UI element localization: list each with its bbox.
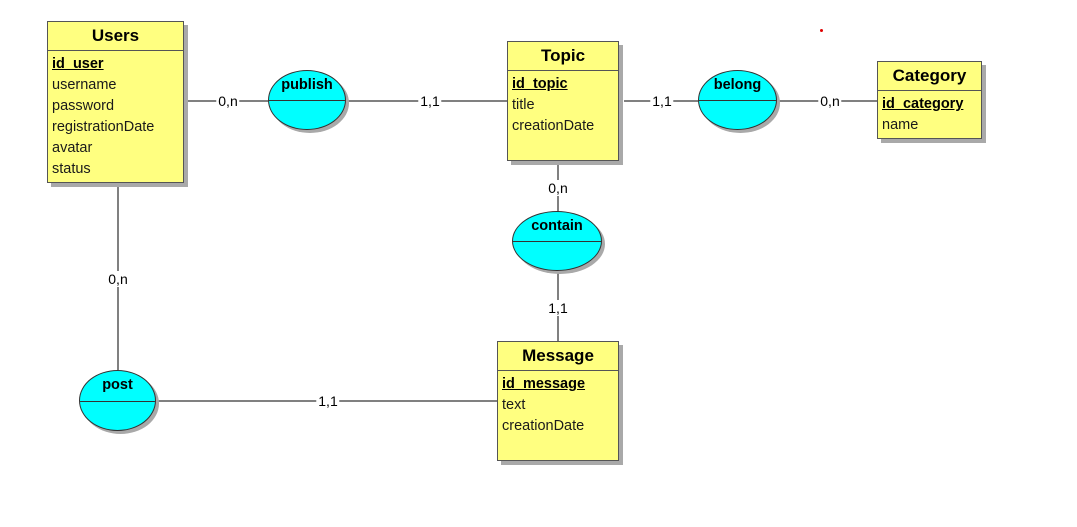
association-divider: [513, 241, 601, 242]
attribute: name: [882, 117, 919, 133]
cardinality-users-publish: 0,n: [216, 93, 240, 109]
marker-dot: [820, 29, 823, 32]
primary-key: id_message: [502, 376, 586, 392]
primary-key: id_category: [882, 96, 964, 112]
entity-title: Category: [878, 62, 981, 91]
association-label: publish: [281, 77, 333, 93]
cardinality-publish-topic: 1,1: [418, 93, 442, 109]
cardinality-topic-contain: 0,n: [546, 180, 570, 196]
entity-title: Message: [498, 342, 618, 371]
entity-category[interactable]: Category id_category name: [877, 61, 982, 139]
association-contain[interactable]: contain: [512, 211, 602, 271]
association-belong[interactable]: belong: [698, 70, 777, 130]
association-divider: [269, 100, 345, 101]
association-divider: [80, 400, 155, 402]
attribute: password: [52, 98, 115, 114]
cardinality-topic-belong: 1,1: [650, 93, 674, 109]
association-label: post: [102, 377, 133, 393]
entity-users[interactable]: Users id_user username password registra…: [47, 21, 184, 183]
attribute: avatar: [52, 140, 93, 156]
entity-message[interactable]: Message id_message text creationDate: [497, 341, 619, 461]
cardinality-users-post: 0,n: [106, 271, 130, 287]
primary-key: id_user: [52, 56, 104, 72]
attribute: registrationDate: [52, 119, 155, 135]
association-label: belong: [713, 77, 762, 93]
primary-key: id_topic: [512, 76, 568, 92]
entity-title: Users: [48, 22, 183, 51]
attribute: username: [52, 77, 117, 93]
attribute: creationDate: [512, 118, 595, 134]
association-publish[interactable]: publish: [268, 70, 346, 130]
attribute: text: [502, 397, 526, 413]
association-divider: [699, 100, 776, 101]
association-label: contain: [531, 218, 583, 234]
attribute: creationDate: [502, 418, 585, 434]
attribute: status: [52, 161, 91, 177]
attribute: title: [512, 97, 535, 113]
cardinality-contain-message: 1,1: [546, 300, 570, 316]
cardinality-belong-category: 0,n: [818, 93, 842, 109]
entity-title: Topic: [508, 42, 618, 71]
entity-topic[interactable]: Topic id_topic title creationDate: [507, 41, 619, 161]
cardinality-post-message: 1,1: [316, 393, 340, 409]
association-post[interactable]: post: [79, 370, 156, 431]
